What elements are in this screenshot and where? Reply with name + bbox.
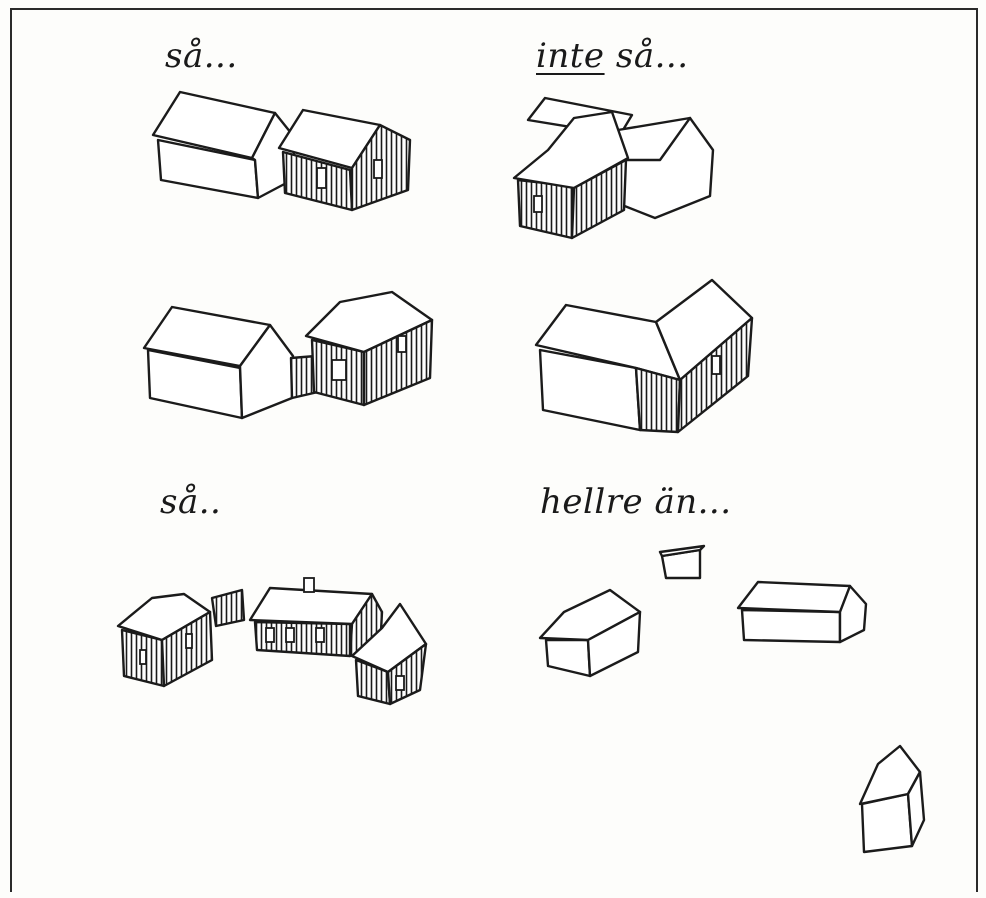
house-cluster-good — [116, 577, 428, 706]
caption-inte-sa: inte så... — [536, 36, 689, 76]
caption-sa-top: så... — [165, 36, 238, 76]
page-frame — [10, 8, 978, 892]
house-scatter-bad — [538, 544, 926, 854]
house-pair-bad-2 — [534, 278, 754, 434]
house-pair-good-1 — [151, 90, 412, 212]
house-pair-good-2 — [142, 290, 434, 420]
house-pair-bad-1 — [512, 96, 715, 240]
caption-sa-bottom: så.. — [160, 482, 222, 522]
caption-sa-word: så... — [604, 36, 689, 76]
caption-hellre-an: hellre än... — [540, 482, 732, 522]
caption-inte-word: inte — [536, 36, 605, 76]
